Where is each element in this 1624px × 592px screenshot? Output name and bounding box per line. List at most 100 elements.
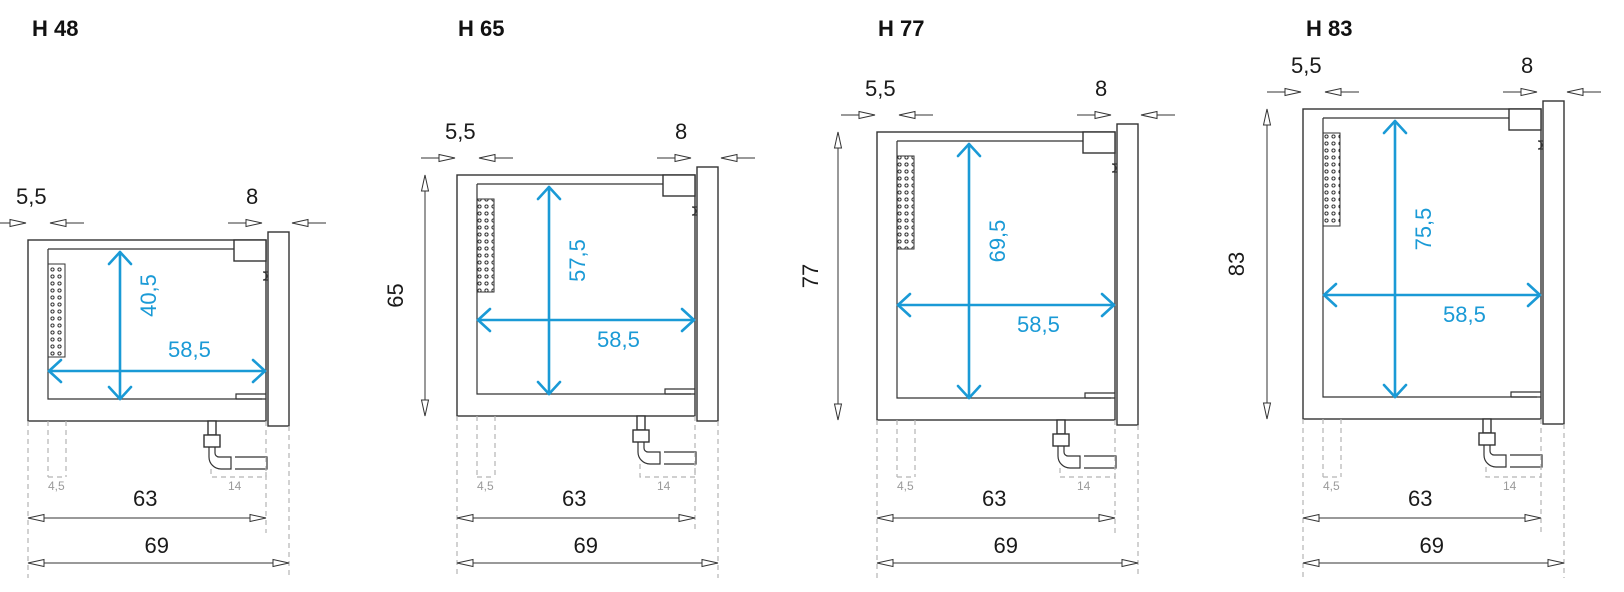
interior-width-arrow-right <box>1526 282 1542 308</box>
right-gap-label: 8 <box>246 184 258 209</box>
interior-width-arrow-left <box>476 307 492 333</box>
top-corner-block <box>1508 108 1542 131</box>
perforated-panel <box>896 155 915 250</box>
top-corner-block <box>233 239 267 262</box>
drain-outlet <box>235 456 268 470</box>
top-corner-block <box>1082 131 1116 154</box>
perforated-panel <box>1322 132 1341 227</box>
interior-width-arrow-left <box>896 292 912 318</box>
drain-offset-label: 14 <box>1503 479 1517 493</box>
drain-offset-label: 14 <box>228 479 242 493</box>
arrow-tip <box>898 110 916 120</box>
left-gap-label: 5,5 <box>1291 53 1322 78</box>
perforated-panel <box>47 263 66 358</box>
drain-pipe <box>636 415 646 431</box>
drain-pipe <box>1056 419 1066 435</box>
arrow-tip <box>438 153 456 163</box>
arrow-tip <box>1302 558 1320 568</box>
outer-width-label: 69 <box>145 533 169 558</box>
cabinet-body <box>1302 108 1542 420</box>
arrow-tip <box>833 403 843 421</box>
arrow-tip <box>1284 87 1302 97</box>
arrow-tip <box>720 153 738 163</box>
arrow-tip <box>1094 110 1112 120</box>
arrow-tip <box>1262 402 1272 420</box>
height-label: 77 <box>798 264 823 288</box>
arrow-tip <box>1324 87 1342 97</box>
left-gap-label: 5,5 <box>865 76 896 101</box>
interior-height-arrow-bottom <box>536 380 562 396</box>
arrow-tip <box>1098 513 1116 523</box>
interior-height-arrow-bottom <box>956 384 982 400</box>
door-latch <box>691 206 697 216</box>
view-title: H 77 <box>878 16 924 41</box>
drain-offset-label: 14 <box>1077 479 1091 493</box>
arrow-tip <box>456 513 474 523</box>
arrow-tip <box>1140 110 1158 120</box>
inner-width-label: 63 <box>562 486 586 511</box>
height-label: 83 <box>1224 252 1249 276</box>
interior-width-label: 58,5 <box>1017 312 1060 337</box>
interior-width-arrow-left <box>1322 282 1338 308</box>
door-latch <box>1537 140 1543 150</box>
drain-outlet <box>1510 454 1543 468</box>
arrow-tip <box>858 110 876 120</box>
arrow-tip <box>833 131 843 149</box>
arrow-tip <box>701 558 719 568</box>
cabinet-body <box>456 174 696 417</box>
interior-width-label: 58,5 <box>1443 302 1486 327</box>
inner-width-label: 63 <box>982 486 1006 511</box>
ref-line-drain <box>1485 467 1542 478</box>
left-gap-label: 5,5 <box>16 184 47 209</box>
interior-width-arrow-right <box>251 358 267 384</box>
right-gap-label: 8 <box>675 119 687 144</box>
arrow-tip <box>678 513 696 523</box>
inner-width-label: 63 <box>1408 486 1432 511</box>
drain-nut <box>1478 432 1496 446</box>
door-panel <box>696 166 719 422</box>
drain-outlet <box>664 451 697 465</box>
arrow-tip <box>420 174 430 192</box>
interior-width-arrow-left <box>47 358 63 384</box>
arrow-tip <box>1121 558 1139 568</box>
ref-line-drain <box>1059 468 1116 478</box>
drain-trap <box>637 442 661 465</box>
arrow-tip <box>27 558 45 568</box>
interior-height-label: 40,5 <box>136 274 161 317</box>
drain-pipe <box>207 420 217 436</box>
ref-line-drain <box>210 469 267 478</box>
outer-width-label: 69 <box>574 533 598 558</box>
outer-width-label: 69 <box>994 533 1018 558</box>
view-title: H 65 <box>458 16 504 41</box>
left-gap-label: 5,5 <box>445 119 476 144</box>
side-offset-label: 4,5 <box>1323 479 1340 493</box>
door-latch <box>1111 163 1117 173</box>
interior-width-label: 58,5 <box>597 327 640 352</box>
bottom-hinge <box>664 388 695 395</box>
top-corner-block <box>662 174 696 197</box>
arrow-tip <box>9 218 27 228</box>
drain-offset-label: 14 <box>657 479 671 493</box>
view-title: H 83 <box>1306 16 1352 41</box>
interior-width-arrow-right <box>1100 292 1116 318</box>
arrow-tip <box>272 558 290 568</box>
arrow-tip <box>674 153 692 163</box>
interior-height-arrow-top <box>107 250 133 266</box>
drain-pipe <box>1482 418 1492 434</box>
door-panel <box>267 231 290 427</box>
arrow-tip <box>1566 87 1584 97</box>
interior-height-arrow-bottom <box>1382 383 1408 399</box>
cabinet-body <box>27 239 267 422</box>
view-title: H 48 <box>32 16 78 41</box>
cabinet-body <box>876 131 1116 421</box>
drain-trap <box>208 447 232 470</box>
drain-nut <box>203 434 221 448</box>
interior-height-arrow-top <box>536 185 562 201</box>
interior-width-arrow-right <box>680 307 696 333</box>
arrow-tip <box>1547 558 1565 568</box>
right-gap-label: 8 <box>1095 76 1107 101</box>
